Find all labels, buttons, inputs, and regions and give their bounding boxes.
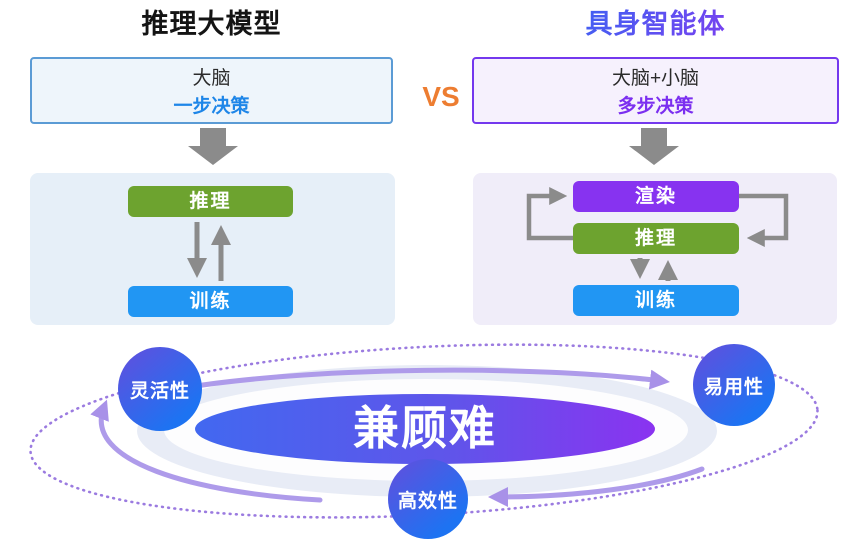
circle-efficiency-label: 高效性	[397, 490, 458, 512]
vs-label: VS	[422, 81, 460, 112]
left-node-inference: 推理	[128, 186, 293, 217]
right-node-training: 训练	[573, 285, 739, 316]
left-box-decision-label: 一步决策	[173, 96, 250, 117]
right-box-brain-label: 大脑+小脑	[611, 68, 700, 89]
circle-usability: 易用性	[693, 344, 775, 426]
left-node-training: 训练	[128, 286, 293, 317]
cycle-arrow-bottom-icon	[488, 466, 705, 507]
circle-flexibility: 灵活性	[118, 347, 202, 431]
right-summary-box: 大脑+小脑 多步决策	[472, 57, 839, 124]
left-down-block-arrow-icon	[188, 128, 238, 165]
tradeoff-label: 兼顾难	[353, 402, 497, 454]
circle-flexibility-label: 灵活性	[129, 380, 190, 402]
cycle-arrow-top-icon	[172, 367, 670, 392]
right-box-decision-label: 多步决策	[617, 96, 694, 117]
right-node-inference: 推理	[573, 223, 739, 254]
right-section-title: 具身智能体	[472, 8, 839, 40]
circle-usability-label: 易用性	[703, 376, 764, 398]
left-box-brain-label: 大脑	[192, 68, 231, 89]
right-node-render: 渲染	[573, 181, 739, 212]
left-summary-box: 大脑 一步决策	[30, 57, 393, 124]
circle-efficiency: 高效性	[388, 459, 468, 539]
right-down-block-arrow-icon	[629, 128, 679, 165]
left-section-title: 推理大模型	[141, 9, 282, 39]
